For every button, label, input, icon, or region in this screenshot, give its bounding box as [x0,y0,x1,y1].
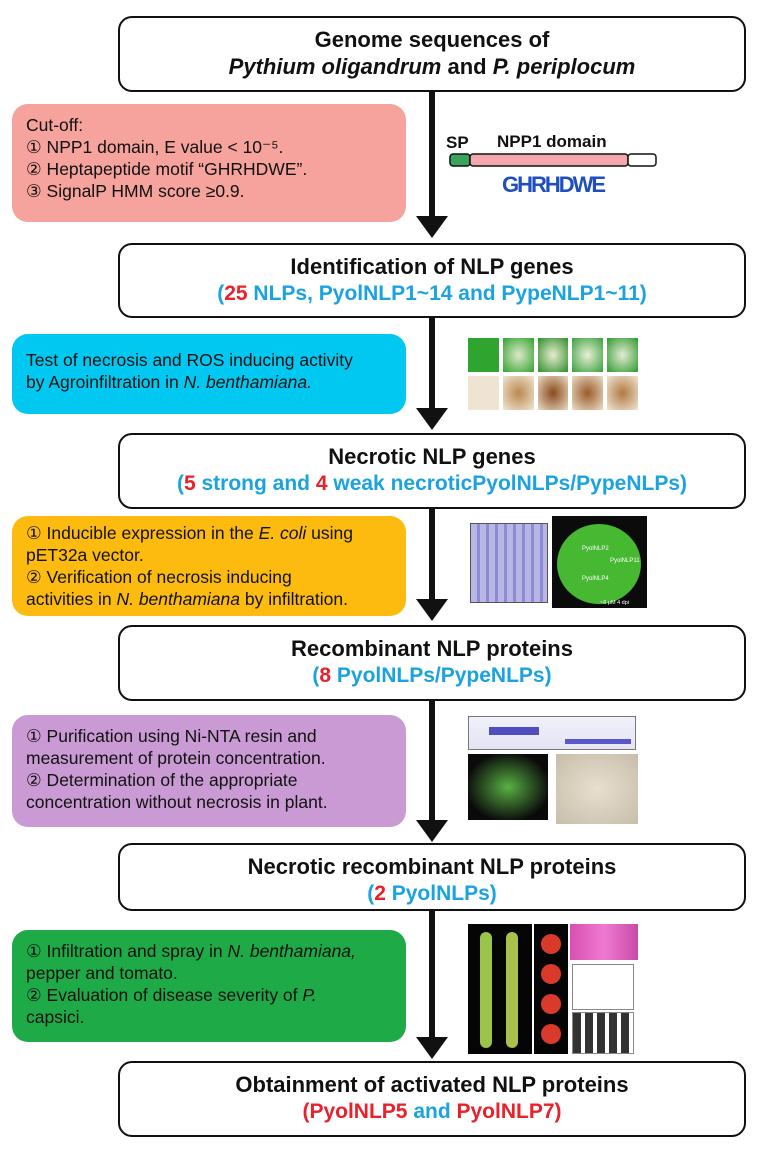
side-box-agroinfiltration: Test of necrosis and ROS inducing activi… [12,334,406,414]
gel-label-2: PyolNLP11 [610,558,640,564]
box-identification: Identification of NLP genes (25 NLPs, Py… [118,243,746,318]
necrotic-recombinant-title: Necrotic recombinant NLP proteins [247,854,617,879]
leaf-necrosis-images [468,338,638,412]
purif-line-1: measurement of protein concentration. [26,748,326,768]
npp1-domain-label: NPP1 domain [497,132,607,151]
leaf-photo-stained [556,754,638,824]
cutoff-line-0: Cut-off: [26,115,84,135]
genome-title-line2: Pythium oligandrum and P. periplocum [228,54,636,79]
arrow-shaft-3 [429,509,435,601]
expr-line-2: pET32a vector. [26,545,144,565]
purif-line-0: ① Purification using Ni-NTA resin and [26,726,317,746]
side-box-purification: ① Purification using Ni-NTA resin and me… [12,715,406,827]
arrow-shaft-2 [429,318,435,410]
disease-bar-chart [572,1012,634,1054]
necrotic-subtitle: (5 strong and 4 weak necroticPyolNLPs/Py… [176,472,687,495]
recombinant-title: Recombinant NLP proteins [291,636,573,661]
identification-subtitle: (25 NLPs, PyolNLP1~14 and PypeNLP1~11) [217,282,647,305]
obtainment-subtitle: (PyolNLP5 and PyolNLP7) [302,1100,562,1123]
signal-peptide-bar [449,153,471,167]
box-obtainment: Obtainment of activated NLP proteins (Py… [118,1061,746,1137]
gel-label-4: ~6 μM 4 dpi [600,600,629,606]
box-genome-sequences: Genome sequences of Pythium oligandrum a… [118,16,746,92]
arrow-shaft-4 [429,701,435,823]
cutoff-line-2: ② Heptapeptide motif “GHRHDWE”. [26,159,308,179]
agro-line-2: by Agroinfiltration in N. benthamiana. [26,372,313,392]
infil-line-1: ① Infiltration and spray in N. benthamia… [26,941,356,961]
npp1-domain-bar [469,153,629,167]
cutoff-line-1: ① NPP1 domain, E value < 10⁻⁵. [26,137,284,157]
arrow-shaft-1 [429,90,435,218]
gel-label-1: PyolNLP2 [582,546,609,552]
identification-title: Identification of NLP genes [290,254,574,279]
leaf-disease-images [570,924,638,960]
box-necrotic-genes: Necrotic NLP genes (5 strong and 4 weak … [118,433,746,509]
arrow-head-5 [416,1037,448,1059]
box-recombinant: Recombinant NLP proteins (8 PyolNLPs/Pyp… [118,625,746,701]
box-necrotic-recombinant: Necrotic recombinant NLP proteins (2 Pyo… [118,843,746,911]
purif-line-3: concentration without necrosis in plant. [26,792,328,812]
tomato-images [534,924,568,1054]
sds-page-gel [470,523,548,603]
arrow-shaft-5 [429,911,435,1039]
sp-label: SP [446,133,469,152]
obtainment-title: Obtainment of activated NLP proteins [235,1072,629,1097]
arrow-head-4 [416,820,448,842]
genome-title-line1: Genome sequences of [314,27,550,52]
arrow-head-2 [416,408,448,430]
npp1-domain-figure: SP NPP1 domain GHRHDWE [446,132,657,197]
agro-line-1: Test of necrosis and ROS inducing activi… [26,350,353,370]
side-box-infiltration: ① Infiltration and spray in N. benthamia… [12,930,406,1042]
disease-severity-chart [572,964,634,1010]
gel-label-3: PyolNLP4 [582,576,609,582]
arrow-head-1 [416,216,448,238]
purification-gel [468,716,636,750]
necrotic-recombinant-subtitle: (2 PyolNLPs) [367,882,497,905]
expr-line-3: ② Verification of necrosis inducing [26,567,292,587]
motif-logo: GHRHDWE [502,172,605,197]
c-terminal-bar [627,153,657,167]
expr-line-1: ① Inducible expression in the E. coli us… [26,523,353,543]
infil-line-4: capsici. [26,1007,85,1027]
expr-line-4: activities in N. benthamiana by infiltra… [26,589,348,609]
pepper-images [468,924,532,1054]
infiltrated-leaf-image: PyolNLP2 PyolNLP11 PyolNLP4 ~6 μM 4 dpi [552,516,647,608]
necrotic-title: Necrotic NLP genes [328,444,536,469]
side-box-expression: ① Inducible expression in the E. coli us… [12,516,406,616]
leaf-photo-green [468,754,548,820]
recombinant-subtitle: (8 PyolNLPs/PypeNLPs) [312,664,552,687]
infil-line-3: ② Evaluation of disease severity of P. [26,985,317,1005]
arrow-head-3 [416,599,448,621]
cutoff-line-3: ③ SignalP HMM score ≥0.9. [26,181,245,201]
purif-line-2: ② Determination of the appropriate [26,770,298,790]
side-box-cutoff: Cut-off: ① NPP1 domain, E value < 10⁻⁵. … [12,104,406,222]
infil-line-2: pepper and tomato. [26,963,178,983]
